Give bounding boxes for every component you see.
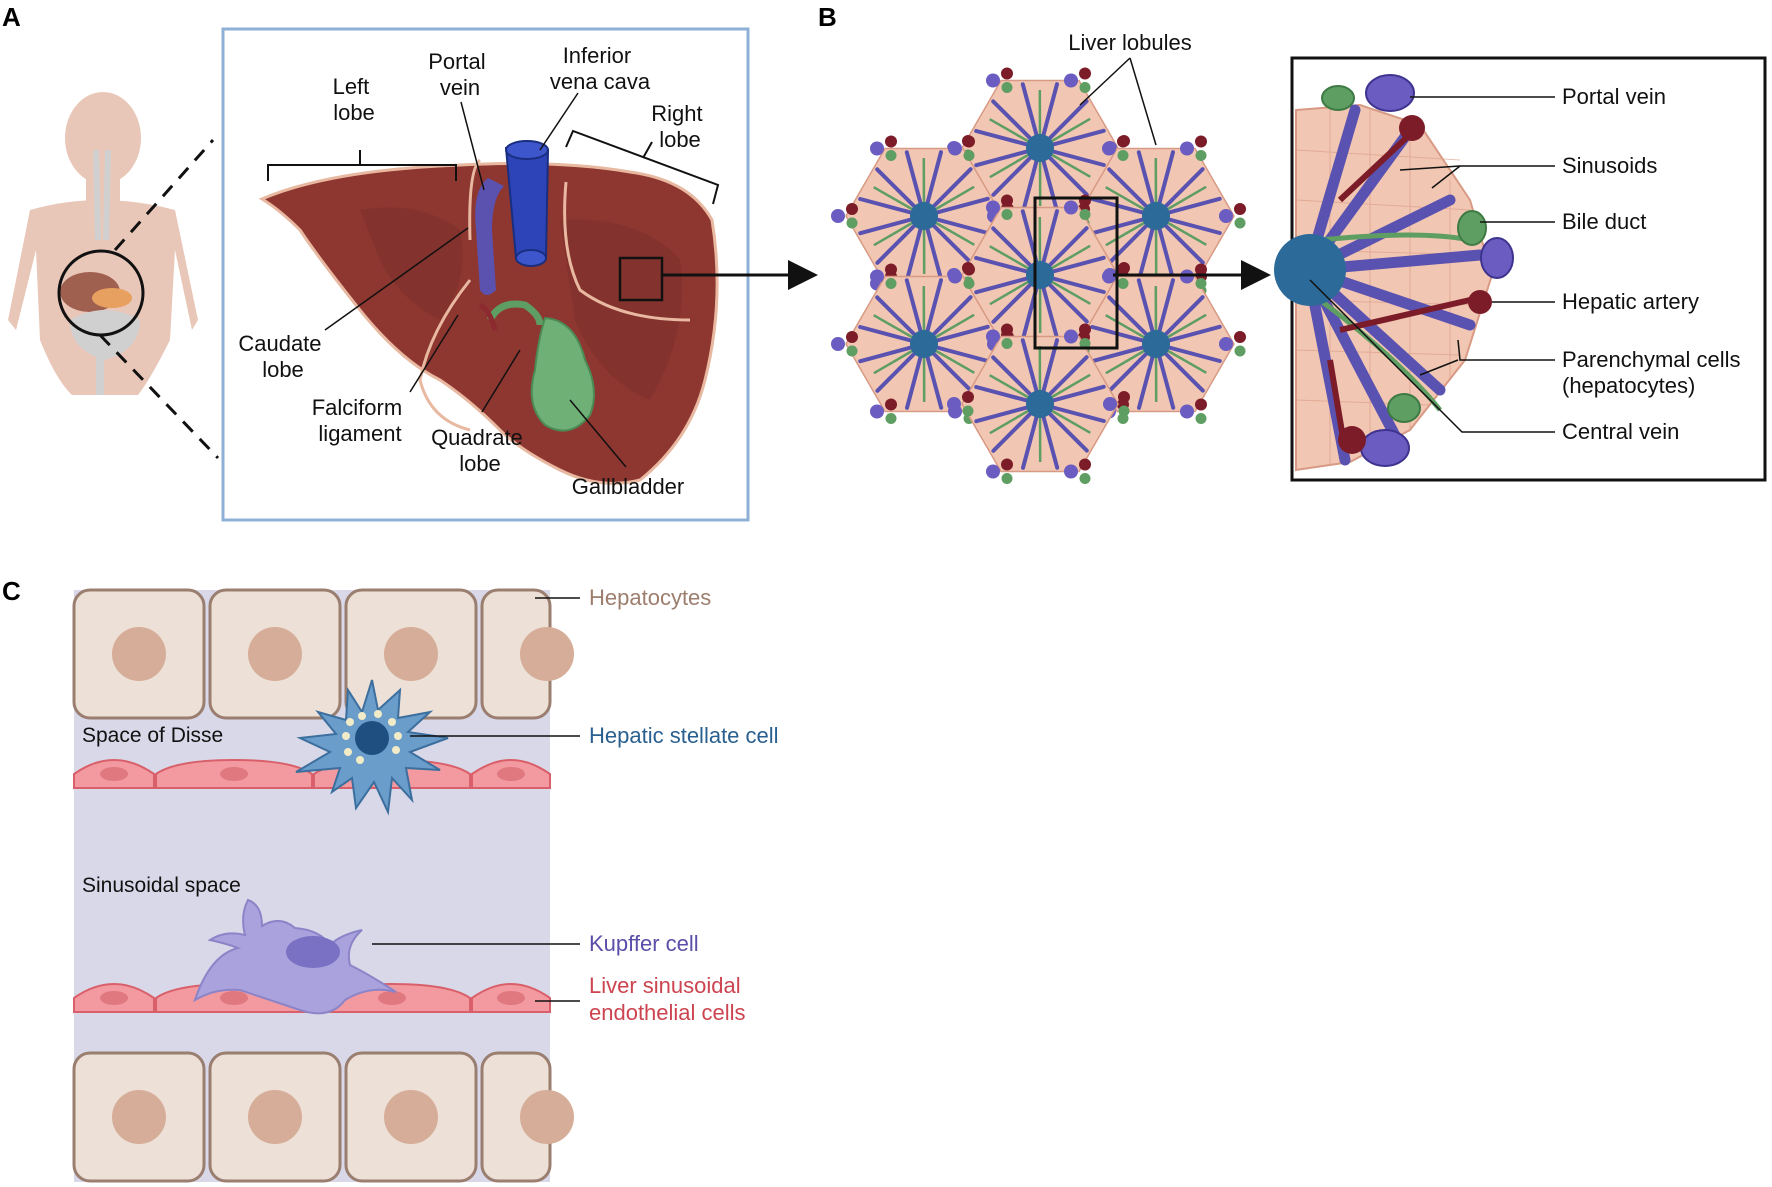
panel-b: Liver lobules xyxy=(831,30,1767,484)
panel-letter-a: A xyxy=(2,2,21,32)
endothelial-cell xyxy=(73,982,155,1013)
hepatocyte xyxy=(344,1051,478,1183)
label-detail-parenchymal-cells: Parenchymal cells (hepatocytes) xyxy=(1562,347,1747,398)
panel-a: Left lobe Portal vein Inferior vena cava… xyxy=(8,27,818,522)
label-hepatic-stellate-cell: Hepatic stellate cell xyxy=(589,723,779,748)
hepatocyte xyxy=(208,1051,342,1183)
liver-lobule xyxy=(947,67,1130,228)
label-liver-sinusoidal-endothelial-cells: Liver sinusoidal endothelial cells xyxy=(589,973,747,1025)
panel-c-leader-lines xyxy=(372,597,580,1002)
kupffer-cell xyxy=(193,898,397,1015)
hepatocyte xyxy=(208,588,342,720)
label-detail-central-vein: Central vein xyxy=(1562,419,1679,444)
liver-lobule xyxy=(947,323,1130,484)
label-sinusoidal-space: Sinusoidal space xyxy=(82,874,241,897)
human-torso-illustration xyxy=(8,92,198,395)
panel-c: Space of Disse Sinusoidal space Hepatocy… xyxy=(72,585,779,1183)
hepatocyte xyxy=(344,588,478,720)
label-detail-hepatic-artery: Hepatic artery xyxy=(1562,289,1699,314)
endothelial-cell xyxy=(471,982,551,1013)
liver-lobule xyxy=(831,263,1014,424)
endothelial-cell xyxy=(155,758,313,789)
hepatocyte-row-top xyxy=(72,588,574,720)
lobule-zoom-square xyxy=(618,256,664,302)
label-kupffer-cell: Kupffer cell xyxy=(589,931,699,956)
label-gallbladder: Gallbladder xyxy=(572,474,685,499)
label-caudate-lobe: Caudate lobe xyxy=(238,331,327,382)
label-detail-bile-duct: Bile duct xyxy=(1562,209,1646,234)
label-detail-portal-vein: Portal vein xyxy=(1562,84,1666,109)
hepatocyte xyxy=(480,1051,574,1183)
endothelial-cell xyxy=(471,758,551,789)
liver-illustration xyxy=(258,140,719,485)
label-inferior-vena-cava: Inferior vena cava xyxy=(550,43,651,94)
hepatocyte xyxy=(480,588,574,720)
label-liver-lobules: Liver lobules xyxy=(1068,30,1192,55)
lobule-detail-illustration xyxy=(1274,74,1514,472)
label-right-lobe: Right lobe xyxy=(651,101,708,152)
hepatic-stellate-cell xyxy=(295,679,449,816)
zoom-line-top xyxy=(113,139,215,251)
label-quadrate-lobe: Quadrate lobe xyxy=(431,425,529,476)
hepatocyte xyxy=(72,588,206,720)
panel-letter-b: B xyxy=(818,2,837,32)
label-falciform-ligament: Falciform ligament xyxy=(312,395,409,446)
label-space-of-disse: Space of Disse xyxy=(82,724,223,747)
label-detail-sinusoids: Sinusoids xyxy=(1562,153,1657,178)
lobule-zoom-rect xyxy=(1033,196,1119,350)
zoom-line-bottom xyxy=(98,333,220,460)
hepatocyte xyxy=(72,1051,206,1183)
endothelial-cell xyxy=(73,758,155,789)
label-portal-vein: Portal vein xyxy=(428,49,492,100)
label-hepatocytes: Hepatocytes xyxy=(589,585,711,610)
hepatocyte-row-bottom xyxy=(72,1051,574,1183)
detail-leader-lines xyxy=(1309,96,1555,433)
label-line-lobules-1 xyxy=(1079,57,1131,106)
panel-letter-c: C xyxy=(2,576,21,606)
label-left-lobe: Left lobe xyxy=(333,74,376,125)
label-line-lobules-2 xyxy=(1129,57,1157,146)
